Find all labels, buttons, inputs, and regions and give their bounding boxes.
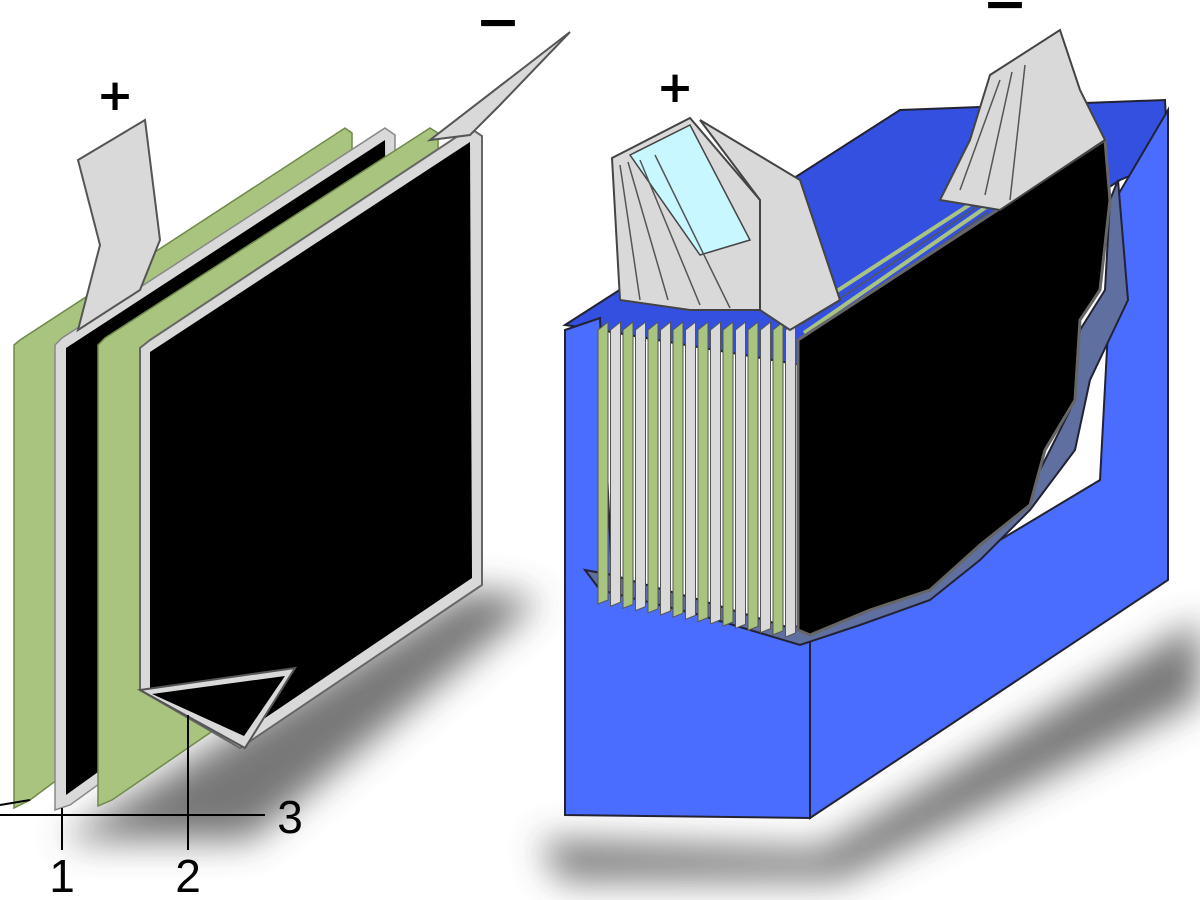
- collector-plate: [760, 320, 771, 634]
- stack-shadow: [60, 590, 540, 840]
- separator-plate: [647, 320, 659, 614]
- right-positive-label: +: [657, 62, 694, 113]
- callout-label-2: 2: [175, 850, 201, 900]
- separator-plate: [697, 320, 709, 623]
- right-negative-label: −: [982, 0, 1027, 35]
- assembled-cell: [540, 28, 1200, 880]
- collector-plate: [685, 320, 696, 621]
- separator-plate: [772, 320, 784, 636]
- separator-plate: [672, 320, 684, 618]
- folded-corner-face: [152, 676, 285, 736]
- negative-fold-lines: [959, 64, 1026, 201]
- collector-plate: [610, 320, 621, 607]
- callout-label-3: 3: [277, 791, 303, 843]
- separator-plate: [722, 320, 734, 627]
- separator-plate: [597, 320, 609, 605]
- exploded-electrode-stack: [0, 31, 571, 850]
- separator-plate: [622, 320, 634, 610]
- front-electrode-face: [796, 137, 1112, 637]
- casing-side-face: [809, 106, 1169, 820]
- separator-plate: [747, 320, 759, 632]
- left-negative-label: −: [475, 0, 520, 53]
- negative-collector-fold: [938, 28, 1107, 212]
- positive-collector-highlight: [628, 123, 752, 256]
- callout-label-1: 1: [49, 850, 75, 900]
- negative-collector-tab: [426, 31, 571, 142]
- positive-fold-lines: [619, 154, 731, 309]
- collector-plate: [660, 320, 671, 616]
- electrode-sheet-front-face: [150, 142, 472, 735]
- plate-top-edge: [802, 201, 994, 335]
- collector-plate: [710, 320, 721, 625]
- callout-lines: [0, 715, 265, 850]
- left-positive-label: +: [97, 70, 134, 121]
- collector-plate: [735, 320, 746, 629]
- collector-bridge: [699, 119, 842, 332]
- collector-plate: [785, 320, 796, 638]
- positive-collector-tab: [76, 118, 162, 333]
- collector-plate: [635, 320, 646, 612]
- cell-shadow: [540, 620, 1200, 880]
